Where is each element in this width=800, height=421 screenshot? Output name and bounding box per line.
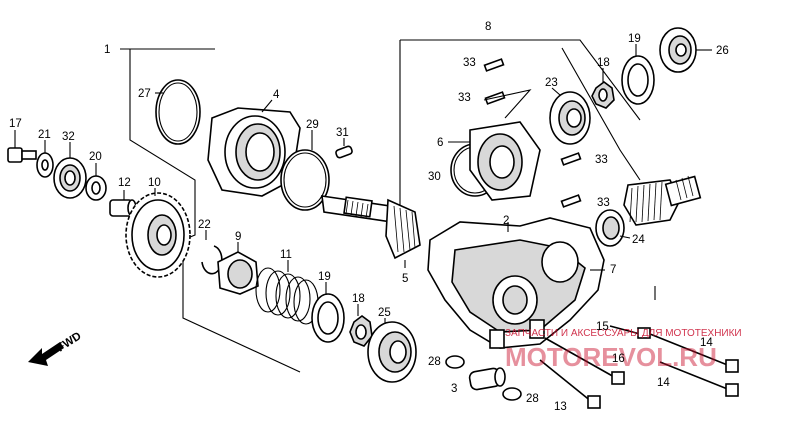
label-part-3: 3	[451, 383, 457, 395]
part-18-nut-right	[591, 68, 615, 109]
label-part-27: 27	[138, 88, 151, 100]
label-part-24: 24	[632, 234, 645, 246]
label-part-28-upper: 28	[428, 356, 441, 368]
label-part-7: 7	[610, 264, 616, 276]
part-10-gear	[125, 188, 191, 278]
bracket-group-1	[120, 48, 301, 373]
part-labels: 1 2 3 4 5 6 7 8 9 10 11 12 13 14 14 15 1…	[9, 21, 729, 413]
label-part-26: 26	[716, 45, 729, 57]
watermark-line2: MOTOREVOL.RU	[505, 342, 717, 372]
label-part-2: 2	[503, 215, 509, 227]
label-part-23: 23	[545, 77, 558, 89]
part-31-pin	[335, 138, 353, 159]
label-part-16: 16	[612, 353, 625, 365]
label-part-22: 22	[198, 219, 211, 231]
part-21-washer	[36, 140, 54, 178]
label-part-18-left: 18	[352, 293, 365, 305]
watermark-line1: ЗАПЧАСТИ И АКСЕССУАРЫ ДЛЯ МОТОТЕХНИКИ	[505, 328, 742, 339]
label-part-32: 32	[62, 131, 75, 143]
label-part-25: 25	[378, 307, 391, 319]
label-part-13: 13	[554, 401, 567, 413]
label-part-30: 30	[428, 171, 441, 183]
label-part-14-upper: 14	[700, 337, 713, 349]
label-part-31: 31	[336, 127, 349, 139]
label-part-10: 10	[148, 177, 161, 189]
fwd-label: FWD	[55, 330, 83, 354]
part-20-ring	[85, 163, 107, 201]
label-part-15: 15	[596, 321, 609, 333]
part-6-housing-cap	[448, 121, 541, 201]
bracket-group-8	[399, 39, 641, 215]
label-part-33-a: 33	[463, 57, 476, 69]
part-16-bolt	[544, 337, 625, 385]
label-part-33-b: 33	[458, 92, 471, 104]
label-part-1: 1	[104, 44, 110, 56]
part-18-nut-left	[349, 304, 373, 347]
label-part-4: 4	[273, 89, 280, 101]
label-part-9: 9	[235, 231, 241, 243]
part-28-ring-lower	[502, 387, 522, 401]
ring-gear-shaft	[561, 47, 702, 226]
part-9-cam	[217, 242, 259, 295]
label-part-5: 5	[402, 273, 408, 285]
part-32-bearing	[53, 142, 87, 199]
part-4-cover	[207, 99, 301, 197]
label-part-28-lower: 28	[526, 393, 539, 405]
part-14-bolts	[649, 286, 739, 397]
part-23-bearing	[549, 87, 591, 145]
part-29-o-ring	[280, 130, 330, 211]
label-part-21: 21	[38, 129, 51, 141]
label-part-6: 6	[437, 137, 443, 149]
part-25-bearing	[367, 318, 417, 383]
label-part-29: 29	[306, 119, 319, 131]
label-part-14-lower: 14	[657, 377, 670, 389]
part-28-ring-upper	[445, 355, 465, 369]
part-3-collar	[468, 367, 506, 391]
label-part-33-c: 33	[595, 154, 608, 166]
part-19-race-right	[621, 44, 655, 105]
part-27-o-ring	[155, 79, 201, 145]
part-17-bolt	[7, 130, 37, 163]
label-part-19-left: 19	[318, 271, 331, 283]
label-part-18-right: 18	[597, 57, 610, 69]
label-part-20: 20	[89, 151, 102, 163]
part-13-bolt	[539, 359, 601, 409]
part-15-bolt	[609, 325, 651, 339]
label-part-11: 11	[280, 249, 292, 261]
label-part-19-right: 19	[628, 33, 641, 45]
part-11-spring	[255, 260, 319, 325]
label-part-33-d: 33	[597, 197, 610, 209]
watermark: ЗАПЧАСТИ И АКСЕССУАРЫ ДЛЯ МОТОТЕХНИКИ MO…	[505, 328, 742, 372]
label-part-12: 12	[118, 177, 131, 189]
part-26-seal	[659, 27, 712, 73]
part-5-bevel-pinion-shaft	[321, 195, 421, 268]
part-2-main-housing	[427, 217, 605, 349]
fwd-arrow: FWD	[28, 330, 84, 366]
part-33-bolts	[483, 58, 582, 208]
label-part-17: 17	[9, 118, 22, 130]
part-19-race-left	[311, 282, 345, 343]
part-24-bearing	[595, 209, 631, 247]
label-part-8: 8	[485, 21, 491, 33]
